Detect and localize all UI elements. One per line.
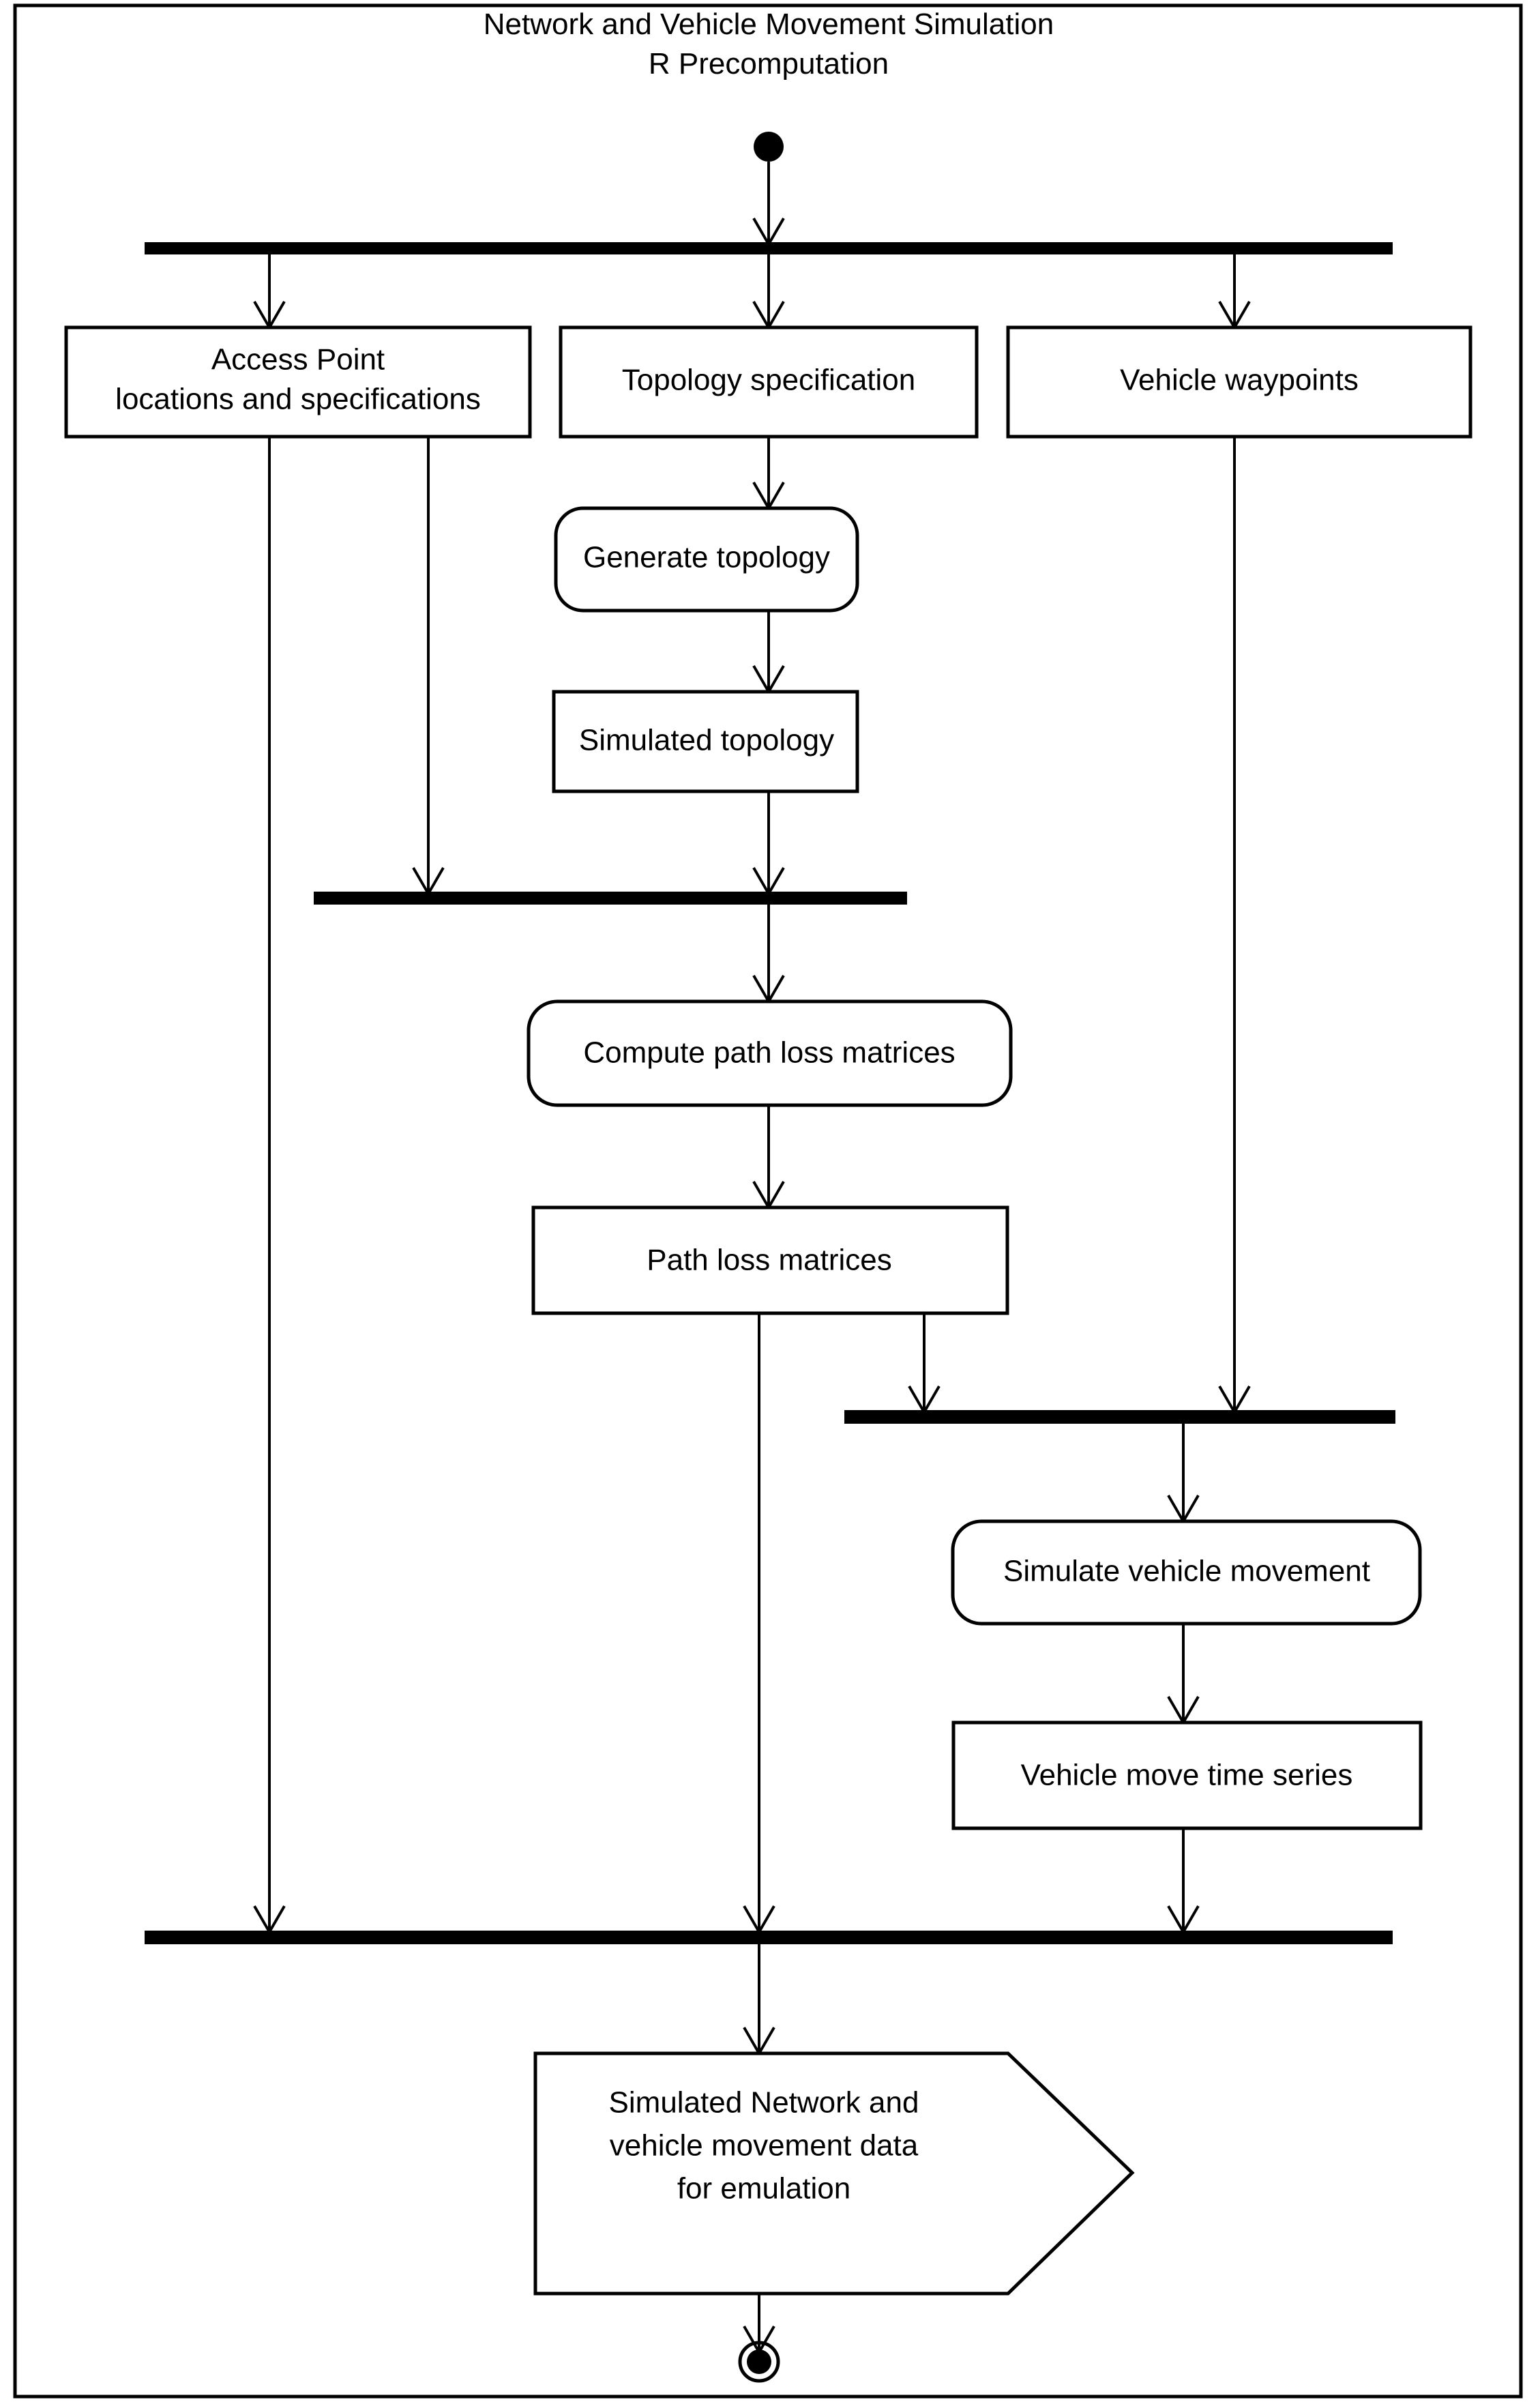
- generate-topology-label: Generate topology: [583, 541, 830, 574]
- topology-spec-label: Topology specification: [622, 364, 915, 397]
- final-node-center: [747, 2349, 771, 2374]
- action-node-generate-topology[interactable]: [554, 506, 859, 613]
- diagram-title-line-1: Network and Vehicle Movement Simulation: [484, 8, 1054, 41]
- object-node-vehicle-waypoints[interactable]: [1006, 325, 1472, 439]
- send-signal-node-output[interactable]: [533, 2051, 1135, 2296]
- compute-path-loss-label: Compute path loss matrices: [583, 1036, 955, 1070]
- access-point-label-line-1: Access Point: [211, 343, 385, 377]
- object-node-access-point[interactable]: [64, 325, 532, 439]
- object-node-path-loss-matrices[interactable]: [531, 1205, 1009, 1315]
- join-bar-mid-left: [314, 892, 907, 905]
- output-signal-label-line-1: Simulated Network and: [609, 2086, 919, 2120]
- path-loss-matrices-label: Path loss matrices: [647, 1244, 891, 1277]
- action-node-simulate-vehicle-movement[interactable]: [951, 1519, 1422, 1626]
- output-signal-label-line-3: for emulation: [677, 2172, 850, 2206]
- initial-node: [754, 132, 784, 162]
- output-signal-label-line-2: vehicle movement data: [610, 2129, 919, 2163]
- object-node-vehicle-move-time-series[interactable]: [951, 1720, 1423, 1830]
- fork-bar-top: [145, 242, 1393, 254]
- object-node-simulated-topology[interactable]: [552, 690, 859, 793]
- simulate-vehicle-movement-label: Simulate vehicle movement: [1003, 1555, 1370, 1588]
- join-bar-mid-right: [844, 1410, 1395, 1424]
- vehicle-waypoints-label: Vehicle waypoints: [1120, 364, 1359, 397]
- join-bar-bottom: [145, 1931, 1393, 1944]
- simulated-topology-label: Simulated topology: [579, 724, 834, 757]
- access-point-label-line-2: locations and specifications: [115, 383, 481, 416]
- final-node-ring: [738, 2341, 780, 2383]
- diagram-frame: [13, 3, 1523, 2399]
- vehicle-move-time-series-label: Vehicle move time series: [1021, 1759, 1353, 1792]
- diagram-title-line-2: R Precomputation: [649, 47, 889, 80]
- object-node-topology-spec[interactable]: [559, 325, 979, 439]
